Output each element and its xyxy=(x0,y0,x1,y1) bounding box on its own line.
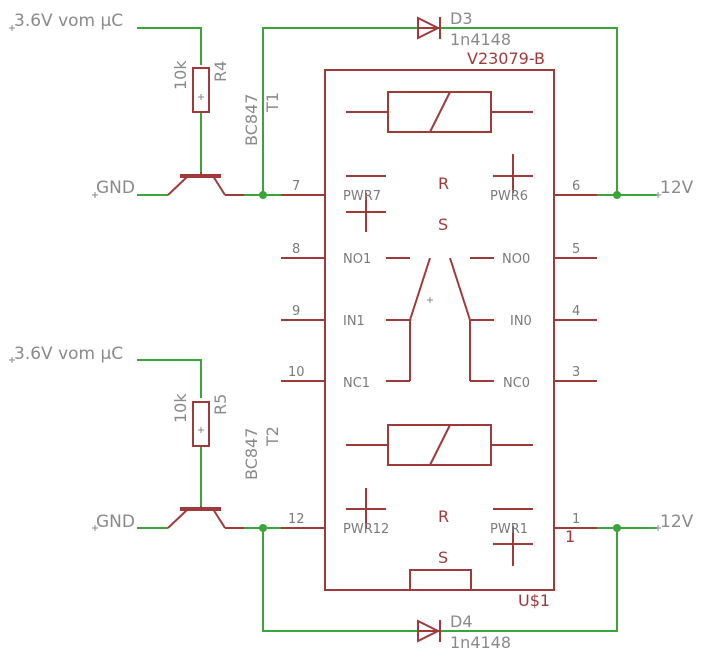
wire-vcc-bottom xyxy=(137,359,202,398)
relay-pin-texts: 7 8 9 10 12 PWR7 NO1 IN1 NC1 PWR12 6 5 4… xyxy=(288,174,580,567)
pin-num-5: 5 xyxy=(572,242,580,257)
component-labels: D3 1n4148 V23079-B D4 1n4148 U$1 1 10k R… xyxy=(171,9,575,652)
pin-num-12: 12 xyxy=(288,512,305,527)
coil-top-s: S xyxy=(438,215,448,234)
pin-num-10: 10 xyxy=(288,365,305,380)
symbols xyxy=(167,16,597,643)
d3-name: D3 xyxy=(450,9,473,28)
relay-coil-bottom xyxy=(346,424,533,466)
pin-label-no0: NO0 xyxy=(502,252,530,267)
wire-d4-left xyxy=(262,528,418,632)
pin-num-7: 7 xyxy=(292,179,300,194)
pin-label-pwr12: PWR12 xyxy=(343,522,389,537)
pin-label-no1: NO1 xyxy=(343,252,371,267)
d4-symbol xyxy=(417,619,441,643)
coil-bottom-s: S xyxy=(438,548,448,567)
resistor-plus-marks xyxy=(198,94,433,433)
relay-pins-left xyxy=(281,194,325,529)
junction-t2-d4 xyxy=(259,524,267,532)
t2-value: BC847 xyxy=(242,428,261,480)
relay-pin1-marker: 1 xyxy=(565,527,575,546)
wires xyxy=(137,27,657,632)
relay-name: U$1 xyxy=(518,591,550,610)
net-markers xyxy=(9,25,661,531)
relay-contacts xyxy=(386,257,494,382)
r5-name: R5 xyxy=(211,394,230,415)
pin-label-in0: IN0 xyxy=(510,314,532,329)
coil-bottom-r: R xyxy=(438,507,449,526)
wire-d3-left xyxy=(262,27,418,195)
net-label-vcc-bottom: 3.6V vom µC xyxy=(14,344,123,364)
r5-value: 10k xyxy=(171,393,190,423)
relay-s-block xyxy=(409,569,472,591)
wire-d4-right xyxy=(441,528,618,632)
coil-top-r: R xyxy=(438,174,449,193)
wire-vcc-top xyxy=(137,27,202,65)
pin-num-6: 6 xyxy=(572,179,580,194)
net-label-12v-top: 12V xyxy=(660,178,694,198)
t1-symbol xyxy=(167,172,244,196)
r4-name: R4 xyxy=(211,61,230,82)
pin-label-nc1: NC1 xyxy=(343,376,370,391)
pin-num-9: 9 xyxy=(292,304,300,319)
t2-symbol xyxy=(167,506,244,529)
pin-num-8: 8 xyxy=(292,242,300,257)
d3-symbol xyxy=(417,16,441,40)
r4-body xyxy=(192,67,210,113)
net-label-12v-bottom: 12V xyxy=(660,512,694,532)
wire-d3-right xyxy=(441,27,618,195)
relay-coil-top xyxy=(346,91,533,133)
pin-label-nc0: NC0 xyxy=(503,376,530,391)
pin-num-1: 1 xyxy=(572,512,580,527)
pin-label-in1: IN1 xyxy=(343,314,365,329)
junction-12v-d3 xyxy=(613,191,621,199)
net-label-gnd-top: GND xyxy=(96,178,135,198)
pin-num-4: 4 xyxy=(572,304,580,319)
relay-pins-right xyxy=(554,194,597,529)
pin-label-pwr1: PWR1 xyxy=(490,522,528,537)
t2-name: T2 xyxy=(263,426,282,447)
relay-value: V23079-B xyxy=(467,49,545,68)
d3-value: 1n4148 xyxy=(450,30,511,49)
junction-12v-d4 xyxy=(613,524,621,532)
net-label-gnd-bottom: GND xyxy=(96,512,135,532)
t1-name: T1 xyxy=(263,92,282,113)
r5-body xyxy=(192,401,210,447)
junction-t1-d3 xyxy=(259,191,267,199)
pin-num-3: 3 xyxy=(572,365,580,380)
t1-value: BC847 xyxy=(242,94,261,146)
net-labels: 3.6V vom µC GND 12V 3.6V vom µC GND 12V xyxy=(14,11,694,532)
net-label-vcc-top: 3.6V vom µC xyxy=(14,11,123,31)
pin-label-pwr7: PWR7 xyxy=(343,189,381,204)
d4-value: 1n4148 xyxy=(450,633,511,652)
d4-name: D4 xyxy=(450,612,473,631)
r4-value: 10k xyxy=(171,60,190,90)
junctions xyxy=(259,191,621,532)
pin-label-pwr6: PWR6 xyxy=(490,189,528,204)
